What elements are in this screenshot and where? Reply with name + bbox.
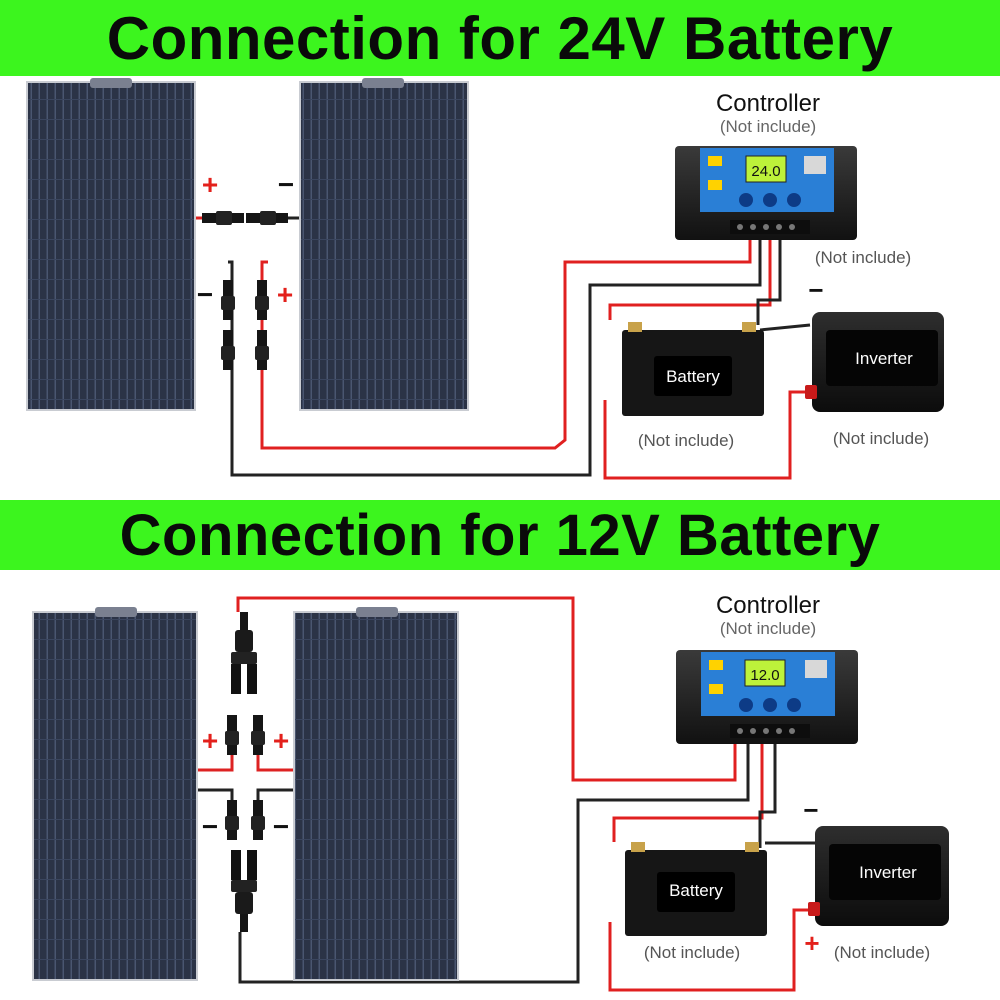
controller-display: 12.0	[750, 667, 779, 684]
controller-label: Controller	[716, 90, 820, 117]
controller-display: 24.0	[751, 163, 780, 180]
wire-battery-negative	[758, 740, 777, 848]
inverter-label: Inverter	[859, 863, 917, 882]
power-inverter: Inverter	[808, 826, 949, 926]
solar-panel-left	[26, 78, 196, 411]
section-title-12v: Connection for 12V Battery	[0, 500, 1000, 570]
battery-note: (Not include)	[644, 943, 740, 962]
battery-note: (Not include)	[638, 431, 734, 450]
output-connector-negative-upper	[221, 280, 235, 320]
series-plus-sign: +	[202, 169, 218, 200]
parallel-connector-negative-left	[225, 800, 239, 840]
output-connector-positive-upper	[255, 280, 269, 320]
controller-side-note: (Not include)	[815, 248, 911, 267]
solar-panel-left	[32, 607, 198, 981]
parallel-connector-positive-left	[225, 715, 239, 755]
inverter-plus-sign: +	[804, 928, 819, 958]
inverter-minus-sign: −	[808, 275, 823, 305]
inverter-label: Inverter	[855, 349, 913, 368]
wire-battery-positive	[612, 740, 764, 842]
wire-minus-left	[196, 788, 234, 800]
series-connector-male	[202, 211, 244, 225]
series-connector-female	[246, 211, 288, 225]
controller-label: Controller	[716, 592, 820, 619]
battery: Battery	[622, 322, 764, 416]
output-connector-positive-lower	[255, 330, 269, 370]
section-24v: + − − + Controller (Not include) 24.0 (N…	[26, 78, 944, 480]
section-12v: + + − − Controller (Not include) 12.0	[32, 592, 949, 992]
y-branch-connector-positive	[231, 612, 257, 694]
wire-minus-right	[256, 788, 294, 800]
wire-negative	[238, 740, 750, 984]
output-connector-negative-lower	[221, 330, 235, 370]
battery-label: Battery	[669, 881, 723, 900]
solar-panel-right	[293, 607, 459, 981]
plus-sign-left: +	[202, 725, 218, 756]
wire-positive	[236, 596, 737, 782]
inverter-note: (Not include)	[834, 943, 930, 962]
battery-label: Battery	[666, 367, 720, 386]
controller-note: (Not include)	[720, 619, 816, 638]
controller-note: (Not include)	[720, 117, 816, 136]
charge-controller: 12.0	[676, 650, 858, 744]
wire-inverter-positive	[603, 390, 808, 480]
output-plus-sign: +	[277, 279, 293, 310]
power-inverter: Inverter	[805, 312, 944, 412]
battery: Battery	[625, 842, 767, 936]
charge-controller: 24.0	[675, 146, 857, 240]
wire-plus-left	[196, 755, 234, 772]
inverter-minus-sign: −	[803, 795, 818, 825]
parallel-connector-negative-right	[251, 800, 265, 840]
series-minus-sign: −	[278, 169, 294, 200]
minus-sign-left: −	[202, 811, 218, 842]
y-branch-connector-negative	[231, 850, 257, 932]
wire-plus-right	[256, 755, 294, 772]
wire-battery-negative	[756, 235, 782, 325]
wire-battery-positive	[608, 235, 772, 320]
minus-sign-right: −	[273, 811, 289, 842]
output-minus-sign: −	[197, 279, 213, 310]
wire-negative	[228, 235, 762, 477]
section-title-24v: Connection for 24V Battery	[0, 0, 1000, 76]
inverter-note: (Not include)	[833, 429, 929, 448]
parallel-connector-positive-right	[251, 715, 265, 755]
wire-inverter-negative	[759, 323, 811, 332]
plus-sign-right: +	[273, 725, 289, 756]
solar-panel-right	[299, 78, 469, 411]
wire-inverter-positive	[608, 908, 812, 992]
